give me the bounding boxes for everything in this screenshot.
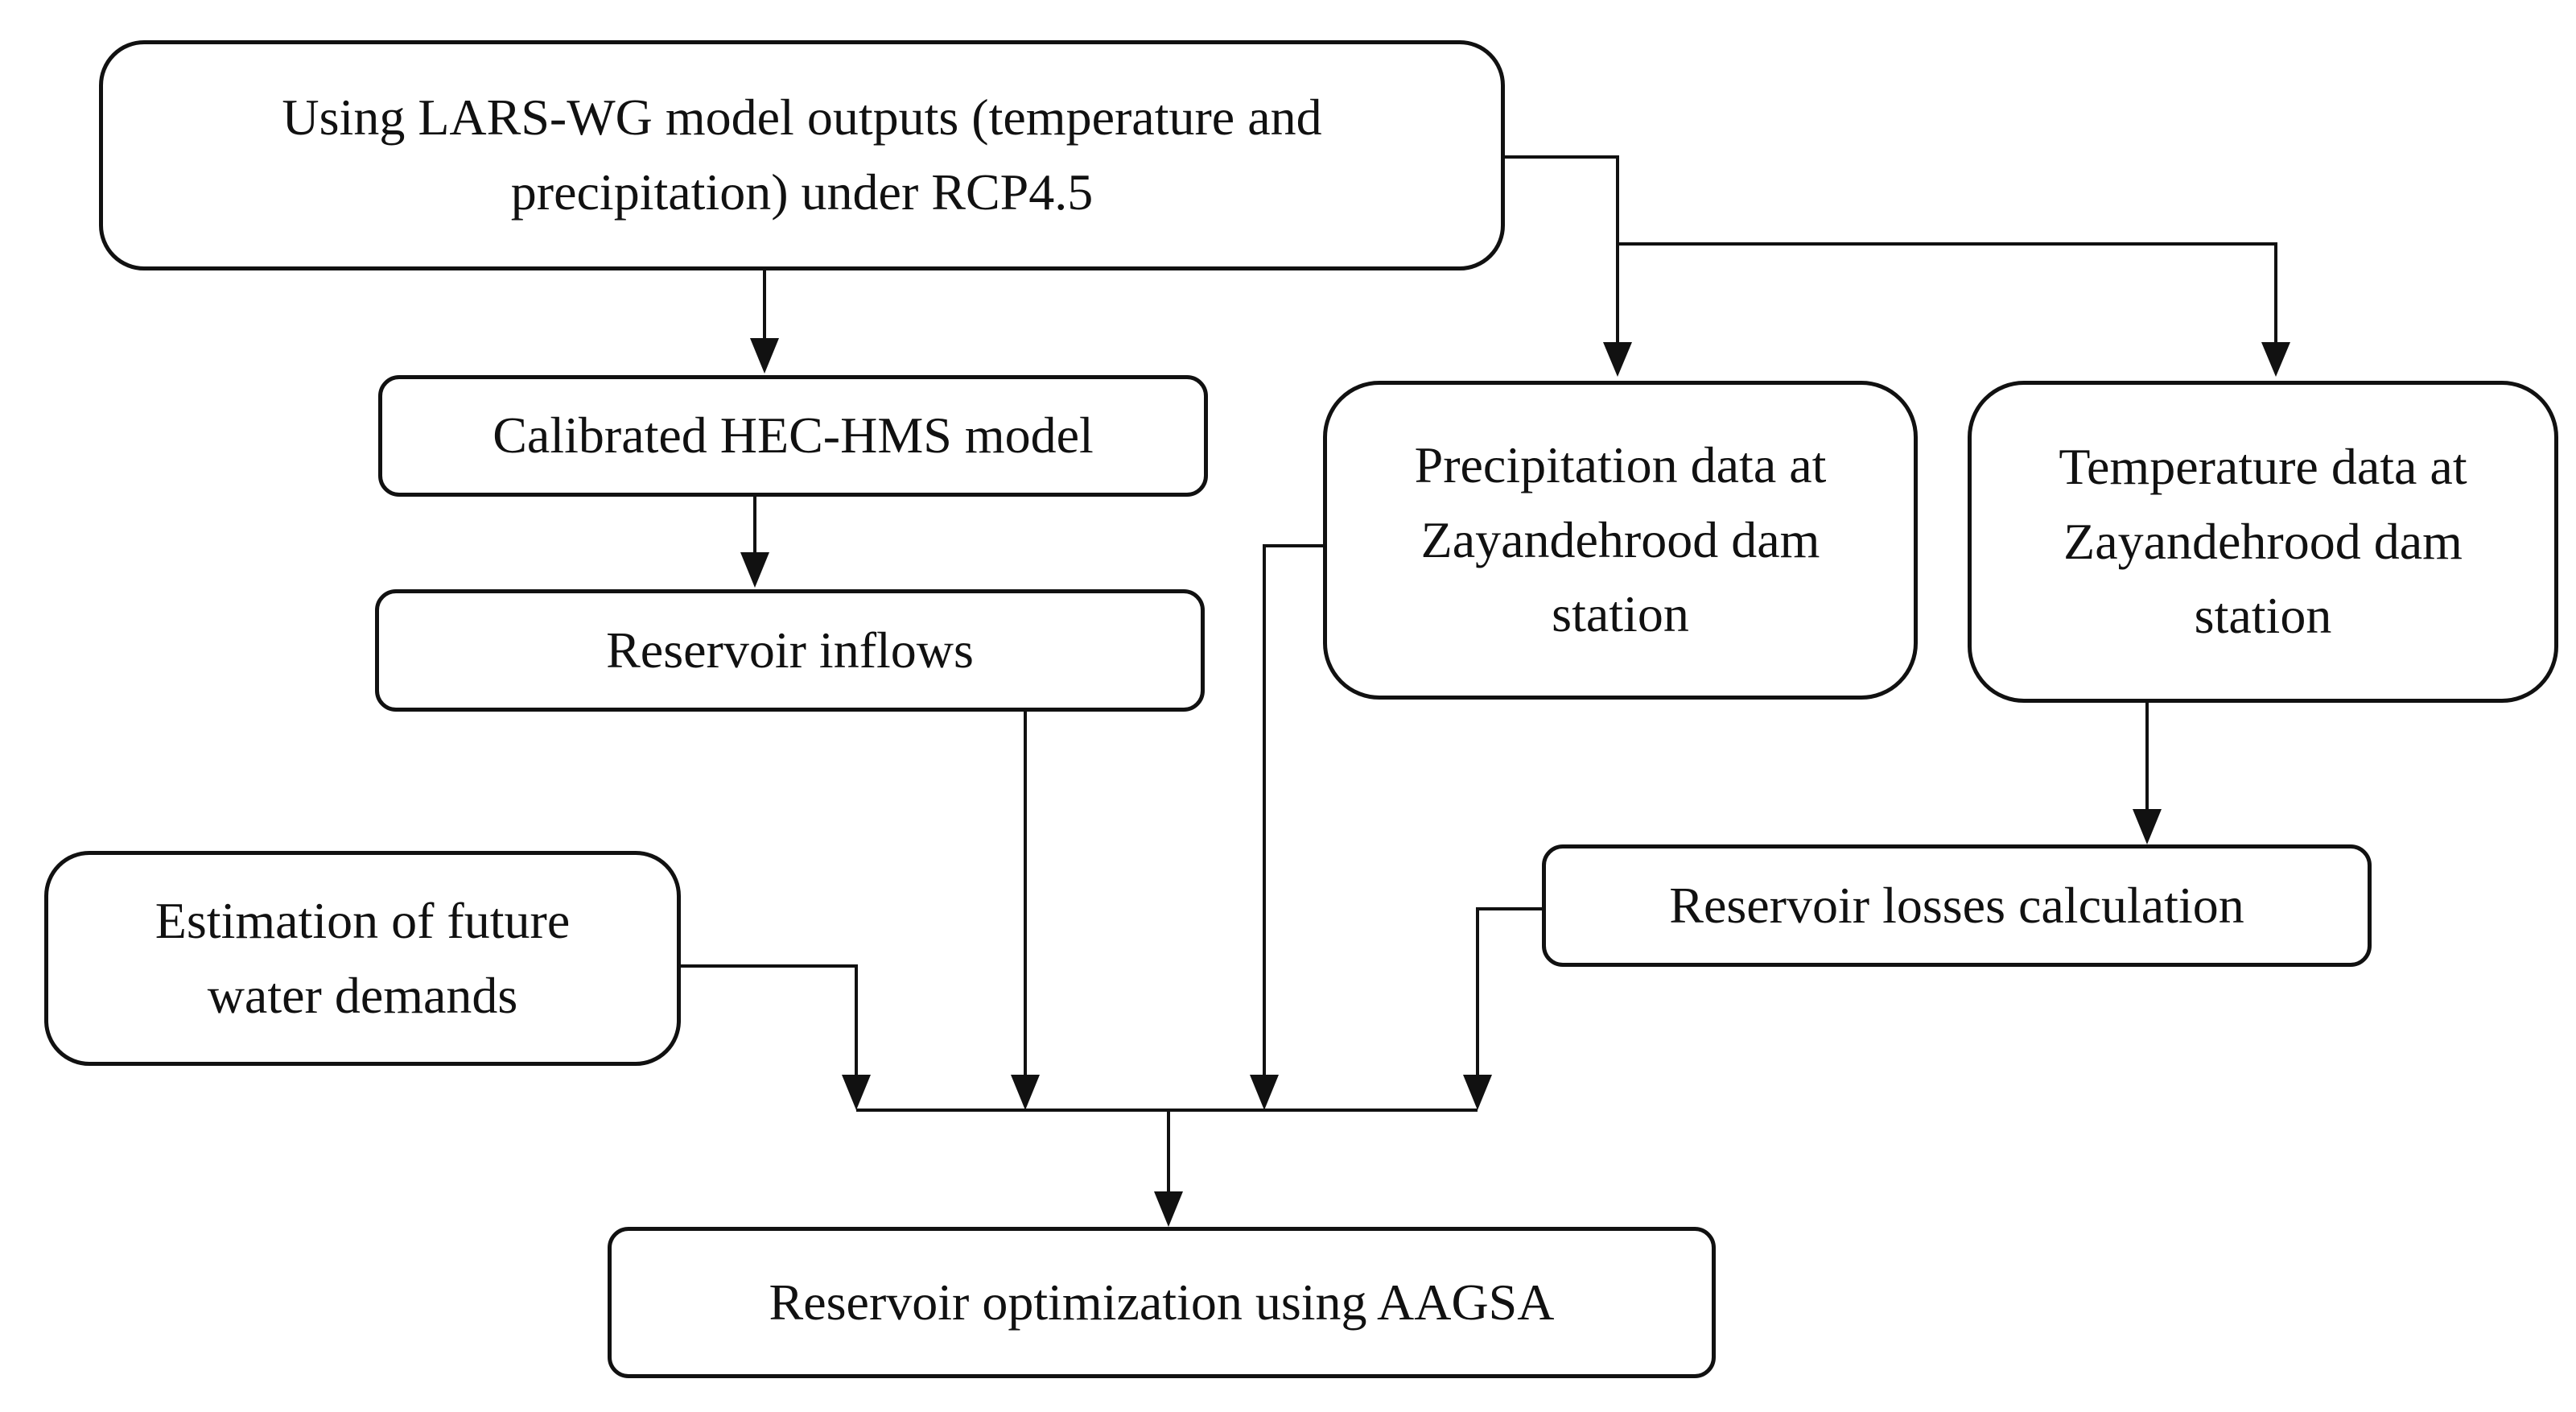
connector-lars-branch <box>1503 155 1619 342</box>
node-temperature-data: Temperature data at Zayandehrood dam sta… <box>1968 381 2558 703</box>
node-lars-wg-outputs-label: Using LARS-WG model outputs (temperature… <box>282 89 1322 221</box>
arrowhead-temp <box>2261 342 2290 377</box>
arrowhead-inflows-collector <box>1011 1075 1040 1110</box>
node-reservoir-optimization: Reservoir optimization using AAGSA <box>608 1227 1716 1378</box>
node-lars-wg-outputs: Using LARS-WG model outputs (temperature… <box>99 40 1505 270</box>
node-reservoir-inflows: Reservoir inflows <box>375 589 1205 712</box>
node-precipitation-data-label: Precipitation data at Zayandehrood dam s… <box>1414 436 1827 643</box>
arrowhead-demands <box>842 1075 871 1110</box>
arrowhead-losses-collector <box>1463 1075 1492 1110</box>
node-future-water-demands-label: Estimation of future water demands <box>155 891 571 1024</box>
node-reservoir-optimization-label: Reservoir optimization using AAGSA <box>769 1273 1555 1331</box>
node-calibrated-hec-hms-label: Calibrated HEC-HMS model <box>493 407 1094 464</box>
arrowhead-precip-collector <box>1250 1075 1279 1110</box>
arrowhead-optimization <box>1154 1191 1183 1227</box>
node-reservoir-losses-label: Reservoir losses calculation <box>1669 876 2244 934</box>
arrowhead-inflows <box>740 552 769 588</box>
arrowhead-losses <box>2133 809 2162 844</box>
connector-demands <box>681 964 858 1075</box>
connector-lars-to-temp <box>1618 242 2277 342</box>
connector-precip <box>1263 544 1323 1075</box>
node-future-water-demands: Estimation of future water demands <box>44 851 681 1066</box>
node-reservoir-inflows-label: Reservoir inflows <box>606 621 974 679</box>
arrowhead-precip <box>1603 342 1632 377</box>
node-precipitation-data: Precipitation data at Zayandehrood dam s… <box>1323 381 1918 700</box>
node-temperature-data-label: Temperature data at Zayandehrood dam sta… <box>2059 437 2467 645</box>
node-reservoir-losses: Reservoir losses calculation <box>1542 844 2372 967</box>
connector-losses <box>1476 907 1542 1075</box>
node-calibrated-hec-hms: Calibrated HEC-HMS model <box>378 375 1208 497</box>
arrowhead-hechms <box>750 338 779 374</box>
